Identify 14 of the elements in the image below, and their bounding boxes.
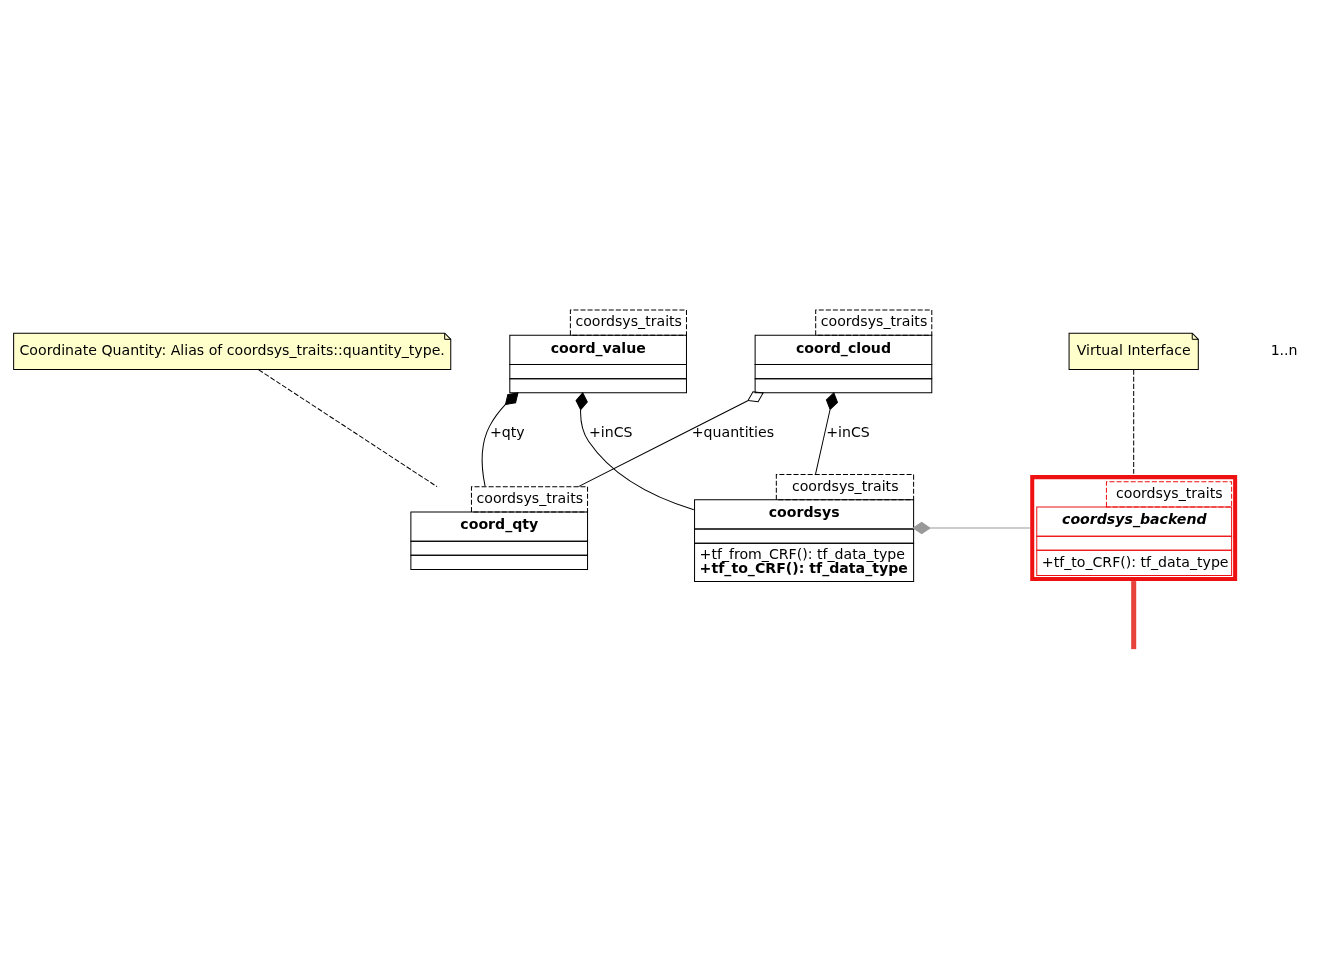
- connector: [814, 392, 839, 476]
- edge-label: +inCS: [588, 424, 633, 441]
- edge-label: +inCS: [826, 424, 870, 441]
- connector: [258, 369, 438, 488]
- connector: [577, 391, 764, 488]
- label: 1..n: [1270, 342, 1298, 359]
- connector: [1133, 369, 1135, 476]
- edge-label: +quantities: [691, 424, 775, 441]
- edge-label: +qty: [489, 424, 525, 441]
- connector: [575, 391, 695, 511]
- connector: [912, 521, 1031, 535]
- connector: [481, 392, 519, 487]
- connector: [1131, 581, 1137, 650]
- node-box: coordsys_traits coordsys_backend +tf_to_CRF(): tf_data_type: [1030, 475, 1238, 582]
